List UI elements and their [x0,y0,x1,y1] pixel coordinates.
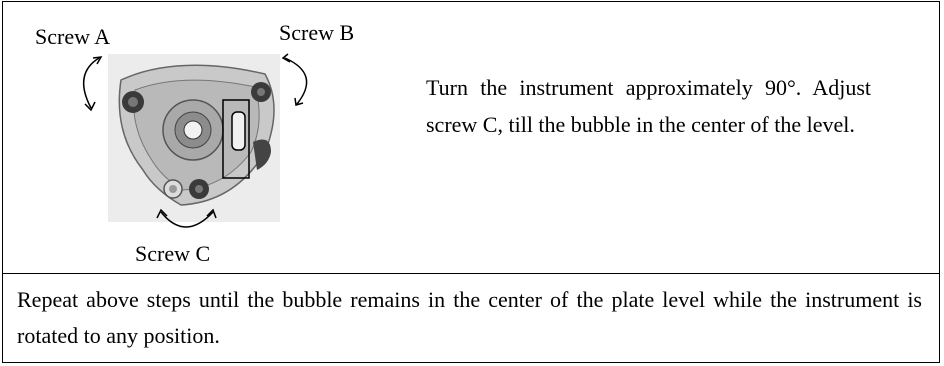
step-instruction: Turn the instrument approximately 90°. A… [426,75,871,137]
tribrach-image [82,53,308,228]
repeat-instruction: Repeat above steps until the bubble rema… [17,287,922,348]
screw-c-label: Screw C [135,241,211,266]
screw-a-label: Screw A [35,24,111,49]
screw-b-label: Screw B [279,20,355,45]
tribrach-figure: Screw A Screw B Screw C [3,2,403,273]
row-divider [3,273,939,274]
